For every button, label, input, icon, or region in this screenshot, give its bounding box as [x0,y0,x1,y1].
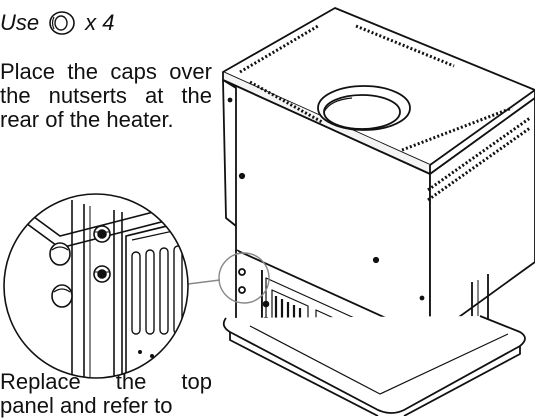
quantity-label: x 4 [85,10,115,35]
step-instruction-text: Place the caps over the nutserts at the … [0,59,212,132]
cap-icon [49,11,75,35]
use-caps-line: Use x 4 [0,8,114,38]
next-step-text: Replace the top panel and refer to [0,369,212,418]
cap-part [49,242,73,308]
detail-leader-line [187,279,221,285]
rear-nutserts-detail [3,193,189,379]
heater-cabinet [218,7,535,416]
use-label: Use [0,10,40,35]
